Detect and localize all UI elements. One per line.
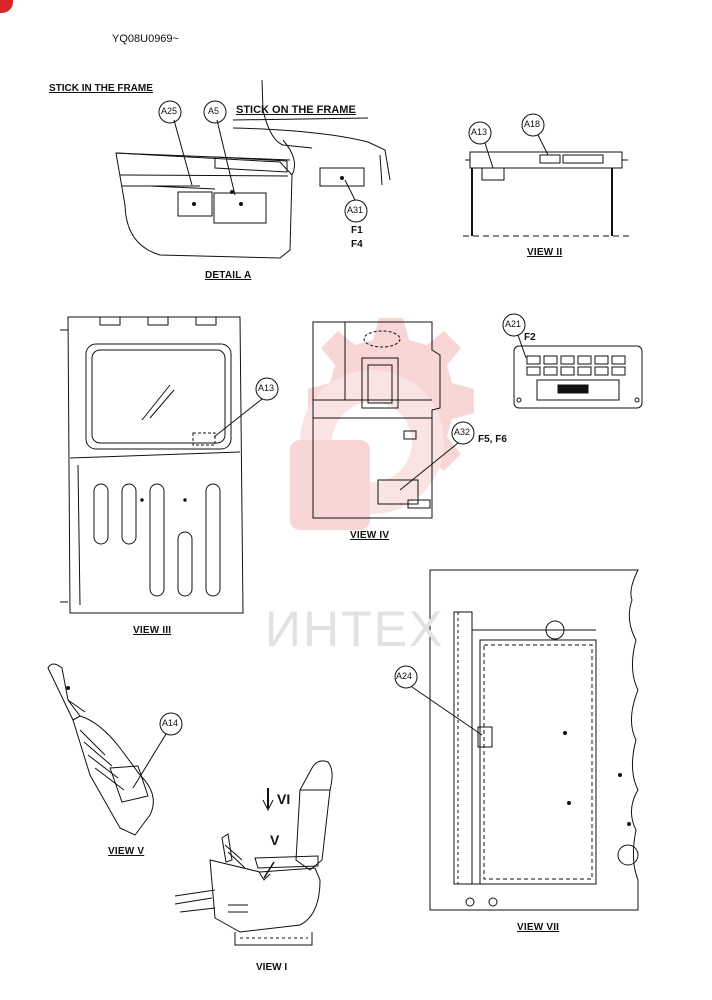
callout-a31-circle — [344, 199, 368, 223]
callout-a32: A32 — [454, 427, 471, 437]
view-7-drawing — [394, 569, 639, 911]
code-f5-f6: F5, F6 — [478, 434, 507, 445]
watermark-text: ИНТЕХ — [265, 601, 445, 657]
watermark-gear-icon — [290, 318, 474, 530]
callout-a13-view3: A13 — [258, 383, 275, 393]
callout-a13-view2: A13 — [471, 127, 488, 137]
caption-view-1: VIEW I — [256, 962, 288, 973]
arrow-label-v: V — [270, 832, 280, 848]
callout-a14: A14 — [162, 718, 179, 728]
code-f1: F1 — [351, 225, 363, 236]
callout-a18: A18 — [524, 119, 541, 129]
caption-view-5: VIEW V — [108, 846, 145, 857]
callout-a24: A24 — [396, 671, 413, 681]
panel-a21-drawing — [502, 313, 643, 409]
callout-a5-circle — [203, 100, 227, 124]
view-4-drawing — [312, 321, 475, 519]
callout-a25-circle — [158, 100, 182, 124]
note-stick-on-frame: STICK ON THE FRAME — [236, 104, 356, 116]
callout-a21: A21 — [505, 319, 522, 329]
view-1-drawing — [174, 760, 333, 946]
code-f2: F2 — [524, 332, 536, 343]
detail-a-drawing — [115, 79, 391, 259]
caption-view-3: VIEW III — [133, 625, 172, 636]
part-code-label: YQ08U0969~ — [112, 33, 179, 45]
code-f4: F4 — [351, 239, 363, 250]
arrow-label-vi: VI — [277, 791, 291, 807]
caption-view-4: VIEW IV — [350, 530, 390, 541]
callout-a25: A25 — [161, 106, 178, 116]
caption-detail-a: DETAIL A — [205, 270, 252, 281]
view-5-drawing — [47, 663, 183, 836]
caption-view-2: VIEW II — [527, 247, 563, 258]
view-3-drawing — [60, 316, 279, 614]
note-stick-in-frame: STICK IN THE FRAME — [49, 83, 153, 94]
callout-a5: A5 — [208, 106, 220, 116]
caption-view-7: VIEW VII — [517, 922, 560, 933]
view-2-drawing — [463, 113, 630, 237]
corner-badge-icon — [0, 0, 13, 13]
callout-a31: A31 — [347, 205, 364, 215]
